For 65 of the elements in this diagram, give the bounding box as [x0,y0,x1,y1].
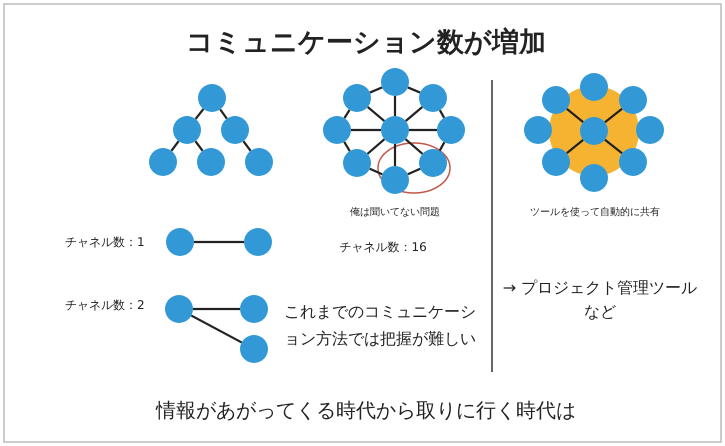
connector-line [242,140,252,152]
node-circle [542,86,570,114]
connector-line [170,140,180,152]
node-circle [419,149,447,177]
channel-count: チャネル数：16 [340,238,427,256]
node-circle [240,335,268,363]
connector-line [369,168,383,176]
connector-line [343,109,351,119]
node-circle [166,228,194,256]
problem-note: これまでのコミュニケーション方法では把握が難しい [283,301,477,350]
connector-line [351,128,381,132]
connector-line [604,108,623,124]
connector-line [407,86,421,94]
tool-note: → プロジェクト管理ツールなど [502,277,698,323]
node-circle [381,68,409,96]
connector-line [405,106,423,122]
node-circle [323,116,351,144]
node-circle [580,164,608,192]
node-circle [381,116,409,144]
node-circle [173,116,201,144]
connector-line [604,138,623,154]
node-circle [149,148,177,176]
node-circle [240,295,268,323]
node-circle [244,228,272,256]
connector-line [194,240,244,244]
connector-line [193,308,240,310]
connector-line [369,86,383,94]
conclusion-text: 情報があがってくる時代から取りに行く時代は [156,396,576,424]
connector-line [219,108,228,120]
connector-line [438,110,446,118]
node-circle [245,148,273,176]
connector-line [404,138,424,155]
node-circle [221,116,249,144]
caption: 俺は聞いてない問題 [350,206,440,219]
connector-line [367,106,385,122]
node-circle [343,84,371,112]
connector-line [343,141,351,152]
channel-count: チャネル数：2 [65,296,145,314]
node-circle [619,86,647,114]
channel-count: チャネル数：1 [65,234,145,250]
connector-line [194,108,204,120]
node-circle [197,148,225,176]
connector-line [438,142,446,152]
connector-line [394,96,396,116]
connector-line [394,144,396,166]
node-circle [437,116,465,144]
node-circle [619,148,647,176]
connector-line [566,108,584,123]
node-circle [343,149,371,177]
connector-line [566,139,584,154]
node-circle [198,84,226,112]
node-circle [636,116,664,144]
connector-line [194,140,204,152]
node-circle [165,295,193,323]
connector-line [366,138,386,155]
node-circle [524,116,552,144]
node-circle [419,84,447,112]
connector-line [409,128,437,132]
node-circle [381,166,409,194]
caption: ツールを使って自動的に共有 [530,206,660,219]
node-circle [580,73,608,101]
connector-line [407,168,421,176]
connector-line [190,314,242,344]
title: コミュニケーション数が増加 [186,26,546,60]
node-circle [542,148,570,176]
